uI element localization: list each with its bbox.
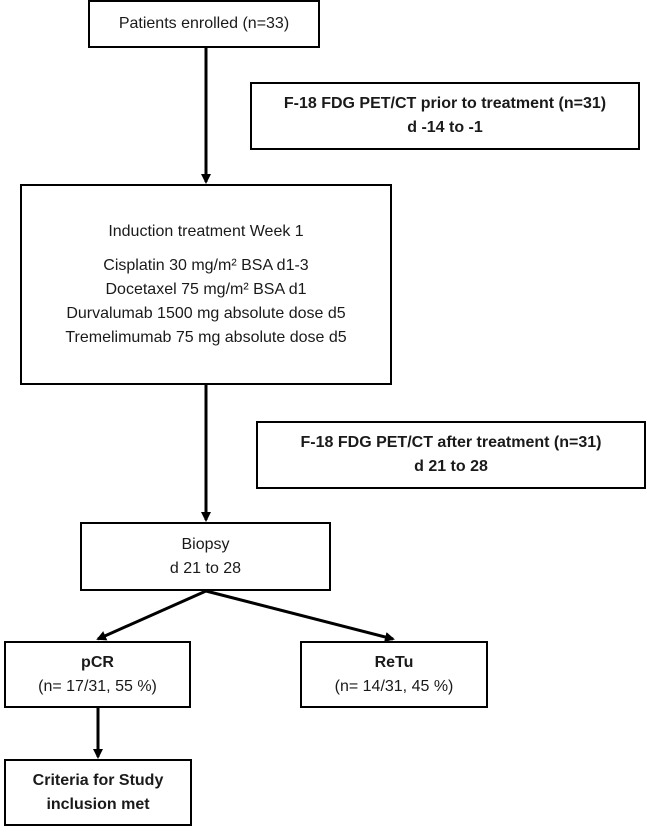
patients-enrolled-box: Patients enrolled (n=33) bbox=[88, 0, 320, 48]
criteria-line1: Criteria for Study bbox=[32, 771, 164, 789]
induction-title: Induction treatment Week 1 bbox=[108, 222, 304, 240]
pcr-box: pCR (n= 17/31, 55 %) bbox=[4, 641, 191, 708]
pet-ct-prior-days: d -14 to -1 bbox=[407, 119, 483, 136]
drug-durvalumab: Durvalumab 1500 mg absolute dose d5 bbox=[66, 304, 346, 322]
criteria-met-box: Criteria for Study inclusion met bbox=[4, 759, 192, 826]
patients-enrolled-text: Patients enrolled (n=33) bbox=[118, 15, 290, 32]
biopsy-title: Biopsy bbox=[181, 535, 230, 553]
pet-ct-after-title: F-18 FDG PET/CT after treatment (n=31) bbox=[300, 434, 602, 451]
pet-ct-prior-box: F-18 FDG PET/CT prior to treatment (n=31… bbox=[250, 82, 640, 150]
retu-detail: (n= 14/31, 45 %) bbox=[334, 677, 454, 695]
drug-docetaxel: Docetaxel 75 mg/m² BSA d1 bbox=[105, 280, 307, 298]
pet-ct-after-box: F-18 FDG PET/CT after treatment (n=31) d… bbox=[256, 421, 646, 489]
pcr-detail: (n= 17/31, 55 %) bbox=[38, 677, 157, 695]
biopsy-days: d 21 to 28 bbox=[169, 559, 242, 577]
induction-treatment-box: Induction treatment Week 1 Cisplatin 30 … bbox=[20, 184, 392, 385]
drug-tremelimumab: Tremelimumab 75 mg absolute dose d5 bbox=[65, 328, 347, 346]
drug-cisplatin: Cisplatin 30 mg/m² BSA d1-3 bbox=[103, 256, 309, 274]
pcr-label: pCR bbox=[81, 653, 114, 671]
criteria-line2: inclusion met bbox=[46, 795, 150, 813]
arrow-biopsy-to-pcr bbox=[96, 589, 207, 641]
arrow-biopsy-to-retu bbox=[205, 589, 395, 642]
pet-ct-after-days: d 21 to 28 bbox=[414, 458, 488, 475]
biopsy-box: Biopsy d 21 to 28 bbox=[80, 522, 331, 591]
pet-ct-prior-title: F-18 FDG PET/CT prior to treatment (n=31… bbox=[283, 95, 607, 112]
retu-label: ReTu bbox=[374, 653, 414, 671]
retu-box: ReTu (n= 14/31, 45 %) bbox=[300, 641, 488, 708]
